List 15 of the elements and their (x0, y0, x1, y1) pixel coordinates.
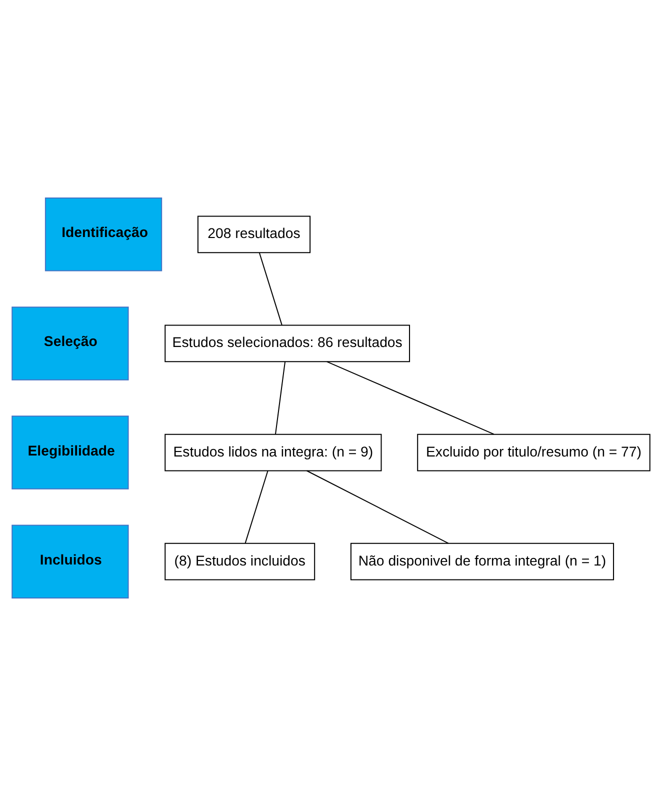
connector (244, 470, 268, 544)
node-box: Não disponivel de forma integral (n = 1) (350, 542, 614, 580)
connector (275, 362, 286, 434)
node-box: Estudos selecionados: 86 resultados (164, 324, 410, 362)
connector (258, 252, 282, 326)
node-box: Identificação (44, 198, 162, 272)
connector (326, 361, 494, 435)
node-box: Estudos lidos na integra: (n = 9) (164, 434, 382, 472)
connector (306, 470, 449, 544)
node-box: Seleção (12, 306, 129, 380)
node-box: 208 resultados (197, 216, 311, 254)
node-box: Incluidos (12, 524, 129, 598)
node-box: Excluido por titulo/resumo (n = 77) (417, 434, 650, 472)
node-box: Elegibilidade (12, 416, 129, 490)
node-box: (8) Estudos incluidos (164, 542, 316, 580)
